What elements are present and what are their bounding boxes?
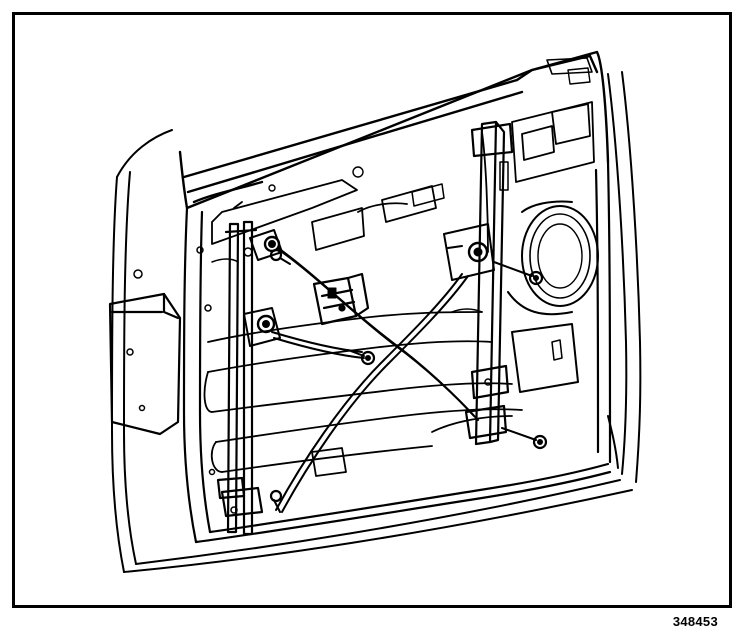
speaker-housing	[507, 200, 599, 393]
bolt-middle-front	[347, 349, 376, 366]
figure-border	[12, 12, 732, 608]
bolt-lower-front	[269, 489, 283, 513]
rear-pivot-bracket	[443, 223, 495, 281]
door-window-regulator-illustration	[12, 12, 732, 608]
bolt-rear-upper	[493, 261, 544, 286]
door-inner-panel	[182, 160, 612, 544]
door-frame	[178, 50, 610, 210]
bolt-upper-front	[269, 248, 291, 265]
bolt-rear-lower	[501, 427, 548, 450]
lower-pivot-bracket	[243, 307, 281, 347]
front-regulator-rail	[216, 220, 264, 536]
glass-run-channel	[233, 131, 489, 253]
illustration-frame	[12, 12, 732, 608]
vehicle-body-outline	[111, 71, 642, 573]
mirror-mount-block	[108, 292, 182, 436]
rear-regulator-rail	[464, 120, 514, 446]
regulator-cables	[271, 247, 479, 513]
figure-number: 348453	[672, 614, 718, 629]
panel-details	[133, 161, 563, 476]
